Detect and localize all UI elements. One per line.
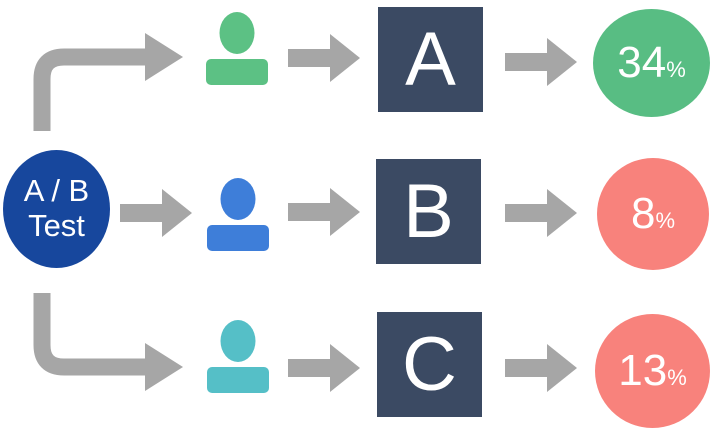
curved-arrow-top-icon [33,33,183,131]
arrow-right-icon-person-to-a [288,34,360,82]
person-icon-variant-a [206,12,268,85]
result-percent-sign-c: % [667,365,687,390]
result-percent-sign-b: % [655,208,676,233]
result-percent-sign-a: % [666,57,686,82]
curved-arrow-bottom-icon [33,293,183,391]
variant-box-c: C [377,312,482,417]
result-circle-b: 8 % [597,158,709,270]
person-icon-variant-c [207,320,269,393]
arrow-right-icon-person-to-b [288,188,360,236]
result-value-b: 8 [630,189,656,238]
arrow-right-icon-b-to-result [505,189,577,237]
person-icon-variant-b [207,178,269,251]
arrow-right-icon-c-to-result [505,344,577,392]
variant-label-b: B [403,169,454,254]
variant-label-a: A [405,17,456,102]
result-circle-a: 34 % [593,9,710,117]
result-value-c: 13 [618,346,668,395]
source-label-line2: Test [28,208,85,243]
arrow-right-icon-a-to-result [505,38,577,86]
result-circle-c: 13 % [595,314,710,428]
arrow-right-icon-source-to-b [120,189,192,237]
variant-box-a: A [378,7,483,112]
arrow-right-icon-person-to-c [288,344,360,392]
source-label-line1: A / B [23,173,90,209]
result-value-a: 34 [617,38,667,87]
variant-box-b: B [376,159,481,264]
variant-label-c: C [402,322,457,407]
source-node-ab-test: A / B Test [3,150,110,268]
